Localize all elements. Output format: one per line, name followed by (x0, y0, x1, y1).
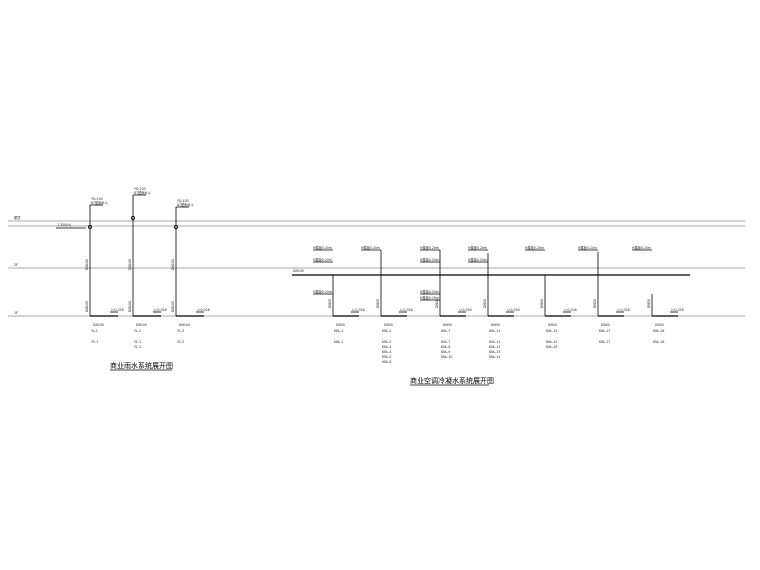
condensate-riser-size: DN50 (435, 299, 439, 308)
condensate-outlet-size: DN50 (601, 323, 610, 327)
condensate-outlet-size: DN50 (384, 323, 393, 327)
condensate-riser-id: KNL-11 (489, 329, 500, 333)
condensate-riser-id: KNL-15 (546, 329, 557, 333)
condensate-outlet-tag: KNL-18 (653, 340, 664, 344)
rain-hopper-icon (88, 224, 93, 229)
condensate-outlet-tag: KNL-2 (382, 340, 391, 344)
condensate-outlet-tag: KNL-6 (382, 360, 391, 364)
rain-outlet-tag: YC-3 (177, 340, 184, 344)
condensate-branch-label: H楼板0.20m (420, 257, 439, 262)
condensate-branch-label: H楼板0.20m (578, 245, 597, 250)
condensate-outlet-tag: KNL-11 (489, 340, 500, 344)
rain-top-label: YD-100 (91, 197, 103, 201)
condensate-outlet-slope: i=0.026 (671, 308, 684, 312)
floor-label-roof: 屋顶 (14, 215, 21, 220)
condensate-riser-size: DN50 (647, 299, 651, 308)
condensate-branch-label: H楼板0.20m (468, 257, 487, 262)
rain-hopper-icon (173, 224, 178, 229)
condensate-outlet-tag: KNL-3 (382, 345, 391, 349)
rain-outlet-tag: YC-1 (91, 340, 98, 344)
rain-outlet-tag: YC-2 (134, 345, 141, 349)
rain-outlet-tag: YC-1 (134, 340, 141, 344)
floor-label-2f: 2F (14, 263, 18, 267)
condensate-outlet-tag: KNL-15 (546, 340, 557, 344)
condensate-outlet-tag: KNL-16 (546, 345, 557, 349)
condensate-riser-id: KNL-7 (441, 329, 450, 333)
rain-outlet-size: DN100 (93, 323, 104, 327)
condensate-riser-size: DN50 (376, 299, 380, 308)
roof-elevation: 7.350(H) (57, 223, 71, 227)
condensate-outlet-slope: i=0.026 (352, 308, 365, 312)
floor-label-1f: 1F (14, 311, 18, 315)
rain-outlet-size: DN100 (179, 323, 190, 327)
condensate-branch-label: H楼板0.20m (420, 289, 439, 294)
condensate-outlet-tag: KNL-5 (382, 355, 391, 359)
condensate-riser-id: KNL-1 (334, 329, 343, 333)
condensate-outlet-tag: KNL-13 (489, 350, 500, 354)
condensate-riser-size: DN50 (483, 299, 487, 308)
rain-riser-id: YL-2 (134, 329, 141, 333)
condensate-riser-size: DN50 (593, 299, 597, 308)
rain-outlet-size: DN100 (136, 323, 147, 327)
condensate-outlet-slope: i=0.026 (400, 308, 413, 312)
rain-outlet-slope: i=0.026 (197, 308, 210, 312)
condensate-outlet-tag: KNL-12 (489, 345, 500, 349)
condensate-outlet-tag: KNL-4 (382, 350, 391, 354)
rain-top-label: YD-100 (177, 199, 189, 203)
condensate-outlet-size: DN50 (548, 323, 557, 327)
condensate-outlet-tag: KNL-10 (441, 355, 452, 359)
rain-top-label: 87型雨水斗 (134, 190, 151, 195)
condensate-outlet-slope: i=0.026 (564, 308, 577, 312)
condensate-outlet-tag: KNL-7 (441, 340, 450, 344)
condensate-outlet-slope: i=0.026 (617, 308, 630, 312)
rain-riser-id: YL-1 (91, 329, 98, 333)
condensate-riser-size: DN50 (540, 299, 544, 308)
condensate-riser-id: KNL-17 (599, 329, 610, 333)
rain-riser-size: DN100 (128, 259, 132, 270)
rain-riser-size: DN100 (128, 301, 132, 312)
condensate-branch-label: H楼板0.20m (361, 245, 380, 250)
rain-hopper-icon (130, 215, 135, 220)
rain-top-label: 87型雨水斗 (91, 200, 108, 205)
condensate-branch-label: H楼板0.20m (420, 295, 439, 300)
condensate-branch-label: H楼板0.20m (313, 257, 332, 262)
condensate-outlet-tag: KNL-8 (441, 345, 450, 349)
rain-title: 商业雨水系统展开图 (110, 361, 173, 370)
condensate-outlet-tag: KNL-9 (441, 350, 450, 354)
condensate-branch-label: H楼板0.20m (420, 245, 439, 250)
rain-riser-size: DN100 (85, 301, 89, 312)
rain-riser-size: DN100 (171, 259, 175, 270)
rain-top-label: 87型雨水斗 (177, 202, 194, 207)
condensate-riser-id: KNL-18 (653, 329, 664, 333)
rain-riser-size: DN100 (171, 301, 175, 312)
condensate-outlet-size: DN50 (655, 323, 664, 327)
rain-outlet-slope: i=0.026 (154, 308, 167, 312)
rain-riser-size: DN100 (85, 259, 89, 270)
condensate-branch-label: H楼板0.20m (525, 245, 544, 250)
rain-outlet-slope: i=0.026 (111, 308, 124, 312)
condensate-outlet-tag: KNL-14 (489, 355, 500, 359)
condensate-branch-label: H楼板0.20m (632, 245, 651, 250)
condensate-outlet-size: DN50 (443, 323, 452, 327)
condensate-branch-label: H楼板0.20m (468, 245, 487, 250)
condensate-outlet-slope: i=0.026 (459, 308, 472, 312)
condensate-title: 商业空调冷凝水系统展开图 (410, 376, 494, 385)
condensate-outlet-slope: i=0.026 (507, 308, 520, 312)
condensate-trunk-label: DN100 (293, 269, 304, 273)
condensate-system: H楼板0.20mH楼板0.20mH楼板0.20mDN50i=0.026DN50K… (313, 245, 684, 364)
condensate-riser-size: DN50 (328, 299, 332, 308)
condensate-branch-label: H楼板0.20m (313, 245, 332, 250)
condensate-outlet-tag: KNL-17 (599, 340, 610, 344)
condensate-outlet-size: DN50 (491, 323, 500, 327)
condensate-outlet-tag: KNL-1 (334, 340, 343, 344)
rain-riser-id: YL-3 (177, 329, 184, 333)
condensate-branch-label: H楼板0.20m (313, 289, 332, 294)
condensate-outlet-size: DN50 (336, 323, 345, 327)
condensate-riser-id: KNL-2 (382, 329, 391, 333)
rain-top-label: YD-100 (134, 187, 146, 191)
